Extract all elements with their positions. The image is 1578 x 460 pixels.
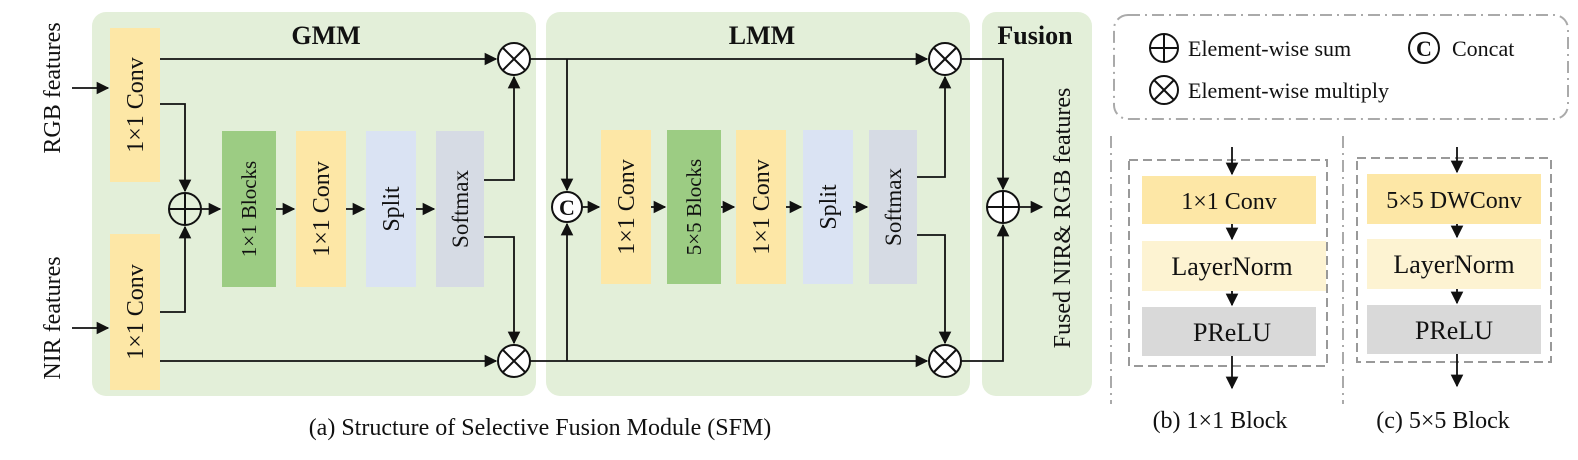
gmm-split-label: Split — [379, 186, 405, 232]
gmm-arrows — [72, 52, 521, 368]
fusion-title: Fusion — [997, 21, 1073, 50]
block-1x1-frame — [1128, 159, 1328, 367]
block-1x1-prelu-label: PReLU — [1193, 318, 1271, 347]
gmm-multiply-bottom-icon — [497, 344, 531, 378]
lmm-multiply-top-icon — [928, 42, 962, 76]
gmm-conv-bottom — [110, 234, 160, 390]
fusion-sum-icon — [986, 190, 1020, 224]
lmm-blocks — [667, 130, 721, 284]
caption-c: (c) 5×5 Block — [1376, 408, 1510, 434]
block-1x1-conv-label: 1×1 Conv — [1181, 189, 1277, 215]
gmm-conv — [296, 131, 346, 287]
gmm-conv-label: 1×1 Conv — [309, 161, 335, 257]
lmm-conv1 — [601, 130, 651, 284]
gmm-conv-top-label: 1×1 Conv — [123, 57, 149, 153]
block-1x1-prelu — [1142, 307, 1316, 356]
lmm-split — [803, 130, 853, 284]
block-5x5-norm — [1367, 239, 1541, 289]
block-5x5-prelu — [1367, 305, 1541, 354]
gmm-softmax-label: Softmax — [448, 170, 473, 248]
lmm-conv2-label: 1×1 Conv — [749, 159, 775, 255]
block-5x5-prelu-label: PReLU — [1415, 316, 1493, 345]
gmm-sum-icon — [168, 192, 202, 226]
gmm-conv-top — [110, 28, 160, 182]
lmm-conv1-label: 1×1 Conv — [614, 159, 640, 255]
legend-sum-label: Element-wise sum — [1188, 36, 1351, 61]
block-5x5-norm-label: LayerNorm — [1393, 250, 1514, 279]
gmm-softmax — [436, 131, 484, 287]
lmm-blocks-label: 5×5 Blocks — [682, 159, 706, 255]
lmm-multiply-bottom-icon — [928, 344, 962, 378]
legend-concat-icon: C — [1408, 32, 1440, 64]
legend-sum-icon — [1149, 33, 1179, 63]
lmm-arrows — [530, 52, 952, 368]
svg-text:C: C — [1416, 36, 1432, 61]
lmm-conv2 — [736, 130, 786, 284]
lmm-split-label: Split — [816, 184, 842, 230]
gmm-title: GMM — [291, 21, 360, 50]
legend-multiply-icon — [1149, 75, 1179, 105]
rgb-features-label: RGB features — [40, 22, 66, 153]
legend-concat-label: Concat — [1452, 36, 1514, 61]
block-1x1-norm-label: LayerNorm — [1171, 252, 1292, 281]
gmm-blocks — [222, 131, 276, 287]
legend-box — [1113, 14, 1569, 120]
legend-multiply-label: Element-wise multiply — [1188, 78, 1389, 103]
lmm-softmax-label: Softmax — [881, 168, 906, 246]
block-5x5-frame — [1356, 157, 1552, 363]
block-1x1-norm — [1142, 241, 1326, 291]
gmm-conv-bottom-label: 1×1 Conv — [123, 264, 149, 360]
block-5x5-conv — [1367, 174, 1541, 224]
block-1x1-conv — [1142, 176, 1316, 224]
block-5x5-conv-label: 5×5 DWConv — [1386, 188, 1522, 214]
gmm-blocks-label: 1×1 Blocks — [237, 161, 261, 257]
svg-text:C: C — [559, 195, 575, 220]
nir-features-label: NIR features — [40, 256, 66, 379]
fusion-arrows — [961, 58, 1044, 362]
lmm-softmax — [869, 130, 917, 284]
caption-a: (a) Structure of Selective Fusion Module… — [309, 415, 772, 441]
gmm-split — [366, 131, 416, 287]
gmm-multiply-top-icon — [497, 42, 531, 76]
lmm-title: LMM — [729, 21, 795, 50]
concat-icon: C — [551, 191, 583, 223]
caption-b: (b) 1×1 Block — [1153, 408, 1288, 434]
output-label: Fused NIR& RGB features — [1050, 88, 1076, 349]
